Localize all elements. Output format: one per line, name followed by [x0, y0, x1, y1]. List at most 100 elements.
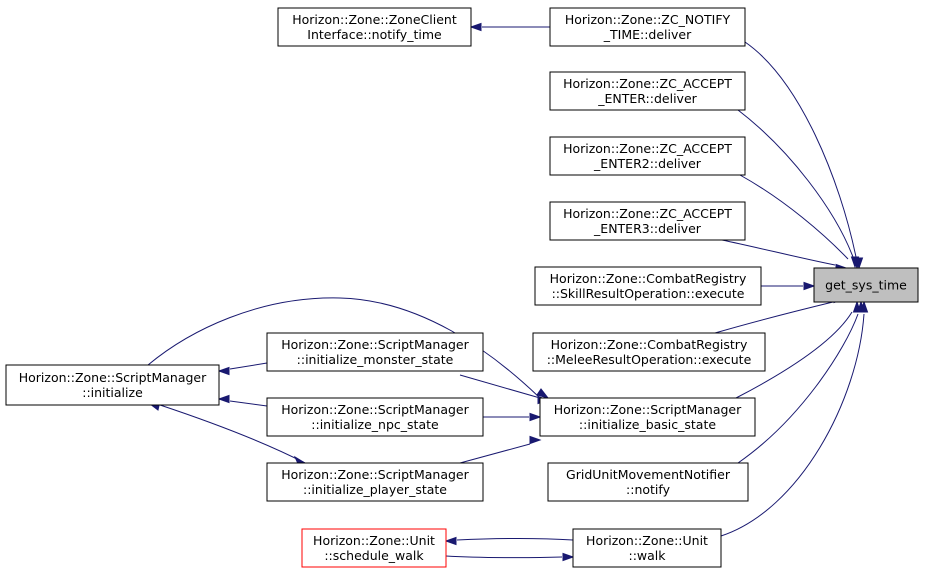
node-meleeresult-execute[interactable]: Horizon::Zone::CombatRegistry::MeleeResu…	[532, 332, 766, 372]
node-zc-accept-enter3-deliver[interactable]: Horizon::Zone::ZC_ACCEPT_ENTER3::deliver	[549, 201, 746, 241]
edge-init_monster_state-to-scriptmanager_initialize	[217, 362, 268, 376]
edge-line	[744, 41, 857, 258]
node-label-line: ::notify	[626, 482, 671, 497]
node-label-line: Horizon::Zone::ScriptManager	[281, 337, 469, 352]
node-box	[547, 462, 749, 502]
edge-line	[159, 404, 306, 464]
node-label-line: Horizon::Zone::ScriptManager	[281, 467, 469, 482]
node-label-line: Horizon::Zone::ZoneClient	[292, 12, 457, 27]
node-box	[549, 7, 746, 47]
node-init-basic-state[interactable]: Horizon::Zone::ScriptManager::initialize…	[539, 397, 756, 437]
edge-get_sys_time-to-zc_notify_time_deliver	[744, 41, 864, 270]
node-zc-notify-time-deliver[interactable]: Horizon::Zone::ZC_NOTIFY_TIME::deliver	[549, 7, 746, 47]
node-box	[277, 7, 472, 47]
arrowhead	[803, 281, 816, 291]
node-box	[813, 267, 919, 303]
edge-line	[735, 311, 853, 399]
node-box	[549, 201, 746, 241]
node-label-line: ::walk	[628, 548, 666, 563]
node-unit-schedule-walk[interactable]: Horizon::Zone::Unit::schedule_walk	[301, 528, 447, 568]
node-label-line: ::initialize_monster_state	[297, 352, 454, 367]
node-label-line: Horizon::Zone::Unit	[586, 533, 708, 548]
edge-get_sys_time-to-unit_walk	[720, 300, 869, 537]
edge-line	[229, 362, 268, 370]
node-label-line: GridUnitMovementNotifier	[566, 467, 731, 482]
edge-line	[147, 297, 541, 399]
edge-init_basic_state-to-scriptmanager_initialize	[147, 297, 541, 399]
edge-line	[229, 400, 268, 407]
edge-init_basic_state-to-init_npc_state	[483, 412, 542, 422]
node-label-line: Horizon::Zone::ZC_ACCEPT	[563, 206, 732, 221]
edge-get_sys_time-to-zc_accept_enter2_deliver	[739, 174, 860, 269]
node-box	[266, 332, 484, 372]
node-box	[532, 332, 766, 372]
node-label-line: Horizon::Zone::CombatRegistry	[550, 271, 747, 286]
node-label-line: Horizon::Zone::ZC_ACCEPT	[563, 76, 732, 91]
node-zoneclient-notify-time[interactable]: Horizon::Zone::ZoneClientInterface::noti…	[277, 7, 472, 47]
arrowhead	[444, 536, 457, 546]
arrowhead	[217, 366, 230, 376]
node-skillresult-execute[interactable]: Horizon::Zone::CombatRegistry::SkillResu…	[534, 266, 762, 306]
edge-get_sys_time-to-skillresult_execute	[761, 281, 816, 291]
node-box	[572, 528, 722, 568]
arrowhead	[529, 412, 542, 422]
node-box	[539, 397, 756, 437]
edge-init_basic_state-to-init_player_state	[459, 435, 542, 464]
node-label-line: _ENTER::deliver	[597, 91, 697, 106]
node-scriptmanager-initialize[interactable]: Horizon::Zone::ScriptManager::initialize	[5, 364, 220, 406]
edge-line	[737, 313, 859, 464]
edge-line	[721, 239, 836, 266]
arrowhead	[469, 22, 482, 32]
node-label-line: get_sys_time	[825, 278, 907, 293]
node-label-line: _ENTER2::deliver	[593, 156, 702, 171]
node-label-line: Horizon::Zone::ScriptManager	[281, 402, 469, 417]
node-init-monster-state[interactable]: Horizon::Zone::ScriptManager::initialize…	[266, 332, 484, 372]
node-label-line: Horizon::Zone::ScriptManager	[19, 370, 207, 385]
edge-line	[714, 301, 834, 334]
edge-get_sys_time-to-gridunit_notify	[737, 300, 866, 464]
node-box	[266, 397, 484, 437]
arrowhead	[217, 394, 230, 404]
node-box	[549, 71, 746, 111]
edge-unit_walk-to-unit_schedule_walk	[444, 536, 574, 546]
node-label-line: ::SkillResultOperation::execute	[552, 286, 745, 301]
node-init-npc-state[interactable]: Horizon::Zone::ScriptManager::initialize…	[266, 397, 484, 437]
node-label-line: ::MeleeResultOperation::execute	[547, 352, 752, 367]
arrowhead	[859, 300, 869, 313]
arrowhead	[562, 552, 575, 562]
node-box	[549, 136, 746, 176]
edge-line	[445, 555, 563, 559]
node-label-line: ::initialize_basic_state	[579, 417, 716, 432]
node-zc-accept-enter2-deliver[interactable]: Horizon::Zone::ZC_ACCEPT_ENTER2::deliver	[549, 136, 746, 176]
node-box	[534, 266, 762, 306]
node-zc-accept-enter-deliver[interactable]: Horizon::Zone::ZC_ACCEPT_ENTER::deliver	[549, 71, 746, 111]
arrowhead	[529, 435, 542, 445]
nodes-layer: get_sys_time Horizon::Zone::ZoneClientInt…	[5, 7, 919, 568]
edge-init_npc_state-to-scriptmanager_initialize	[217, 394, 268, 407]
node-label-line: Horizon::Zone::Unit	[313, 533, 435, 548]
node-label-line: _ENTER3::deliver	[593, 221, 702, 236]
edge-line	[459, 374, 541, 399]
node-unit-walk[interactable]: Horizon::Zone::Unit::walk	[572, 528, 722, 568]
arrowhead-basic-state-from-arc	[536, 388, 550, 399]
edge-unit_schedule_walk-to-unit_walk	[445, 552, 575, 562]
edge-line	[737, 109, 854, 258]
node-label-line: Horizon::Zone::CombatRegistry	[551, 337, 748, 352]
node-init-player-state[interactable]: Horizon::Zone::ScriptManager::initialize…	[266, 462, 484, 502]
node-box	[5, 364, 220, 406]
edges-layer	[147, 22, 869, 562]
edge-zc_notify_time_deliver-to-zoneclient_notify_time	[469, 22, 550, 32]
node-gridunit-notify[interactable]: GridUnitMovementNotifier::notify	[547, 462, 749, 502]
edge-line	[456, 538, 574, 541]
node-label-line: ::initialize_player_state	[303, 482, 447, 497]
node-get-sys-time: get_sys_time	[813, 267, 919, 303]
edge-line	[720, 313, 865, 537]
edge-get_sys_time-to-zc_accept_enter_deliver	[737, 109, 862, 270]
node-label-line: _TIME::deliver	[603, 27, 692, 42]
node-box	[301, 528, 447, 568]
arrowhead	[850, 256, 860, 269]
node-box	[266, 462, 484, 502]
node-label-line: ::initialize	[82, 385, 143, 400]
node-label-line: Horizon::Zone::ScriptManager	[554, 402, 742, 417]
